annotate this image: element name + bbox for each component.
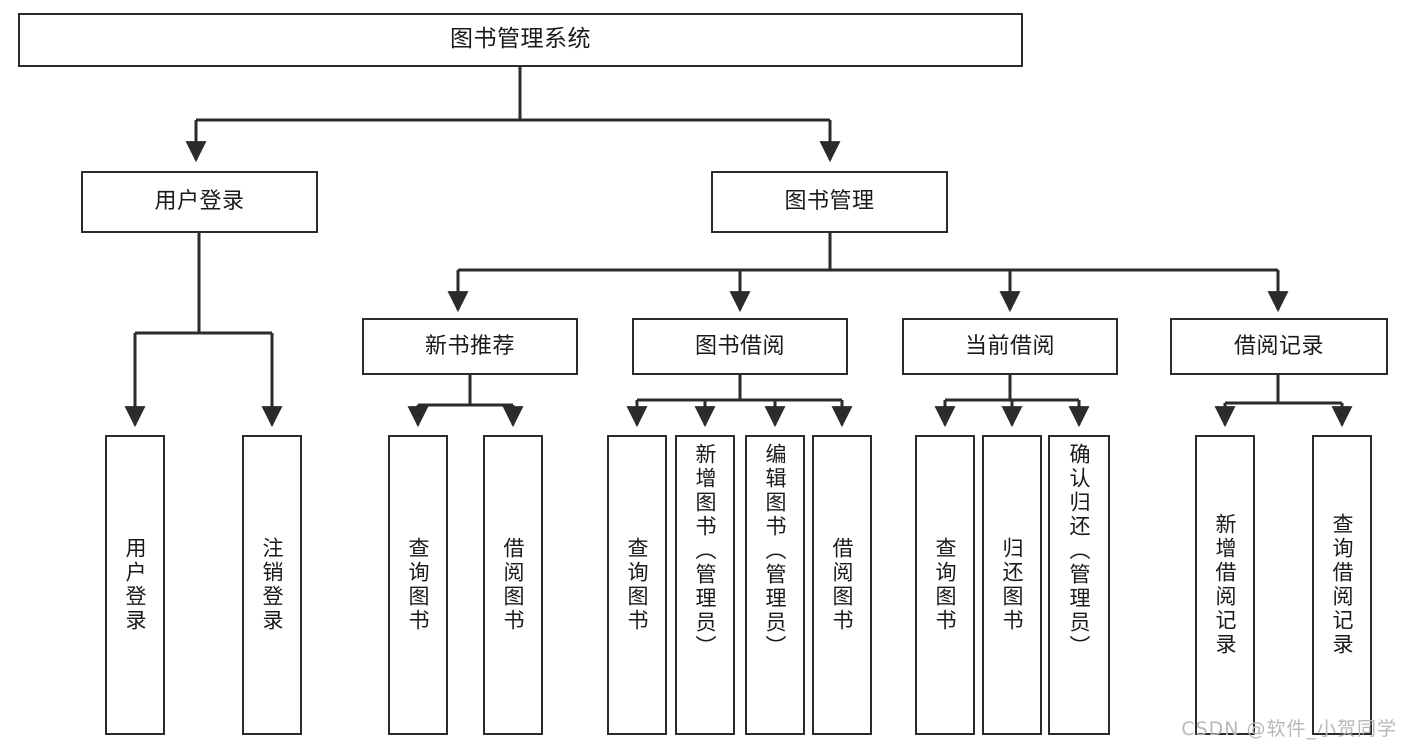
node-label: 借阅图书	[501, 537, 526, 633]
node-label: 查询图书	[625, 537, 650, 633]
node-new-book-recommend[interactable]: 新书推荐	[362, 318, 578, 375]
node-label: 归还图书	[1000, 537, 1025, 633]
node-label: 注销登录	[260, 537, 285, 633]
node-root-library-system[interactable]: 图书管理系统	[18, 13, 1023, 67]
node-label: 新增图书（管理员）	[693, 443, 718, 659]
node-label: 新增借阅记录	[1213, 513, 1238, 657]
leaf-new-book-borrow[interactable]: 借阅图书	[483, 435, 543, 735]
leaf-user-login-signout[interactable]: 注销登录	[242, 435, 302, 735]
node-label: 图书管理系统	[450, 26, 591, 53]
leaf-record-add-record[interactable]: 新增借阅记录	[1195, 435, 1255, 735]
node-label: 确认归还（管理员）	[1067, 443, 1092, 659]
leaf-borrow-edit-book-admin[interactable]: 编辑图书（管理员）	[745, 435, 805, 735]
node-label: 用户登录	[123, 537, 148, 633]
node-label: 借阅记录	[1233, 333, 1324, 359]
node-label: 查询图书	[933, 537, 958, 633]
node-label: 查询图书	[406, 537, 431, 633]
node-book-management[interactable]: 图书管理	[711, 171, 948, 233]
leaf-borrow-add-book-admin[interactable]: 新增图书（管理员）	[675, 435, 735, 735]
leaf-borrow-borrow-book[interactable]: 借阅图书	[812, 435, 872, 735]
leaf-new-book-query[interactable]: 查询图书	[388, 435, 448, 735]
node-borrow-record[interactable]: 借阅记录	[1170, 318, 1388, 375]
leaf-current-return-book[interactable]: 归还图书	[982, 435, 1042, 735]
node-label: 新书推荐	[424, 333, 515, 359]
leaf-record-query-record[interactable]: 查询借阅记录	[1312, 435, 1372, 735]
node-current-borrow[interactable]: 当前借阅	[902, 318, 1118, 375]
node-label: 当前借阅	[964, 333, 1055, 359]
node-label: 图书管理	[784, 189, 875, 215]
node-book-borrow[interactable]: 图书借阅	[632, 318, 848, 375]
node-label: 编辑图书（管理员）	[763, 443, 788, 659]
node-label: 借阅图书	[830, 537, 855, 633]
leaf-user-login-signin[interactable]: 用户登录	[105, 435, 165, 735]
node-label: 用户登录	[154, 189, 245, 215]
node-label: 查询借阅记录	[1330, 513, 1355, 657]
leaf-borrow-query-book[interactable]: 查询图书	[607, 435, 667, 735]
leaf-current-confirm-return-admin[interactable]: 确认归还（管理员）	[1048, 435, 1110, 735]
leaf-current-query-book[interactable]: 查询图书	[915, 435, 975, 735]
node-user-login[interactable]: 用户登录	[81, 171, 318, 233]
node-label: 图书借阅	[694, 333, 785, 359]
